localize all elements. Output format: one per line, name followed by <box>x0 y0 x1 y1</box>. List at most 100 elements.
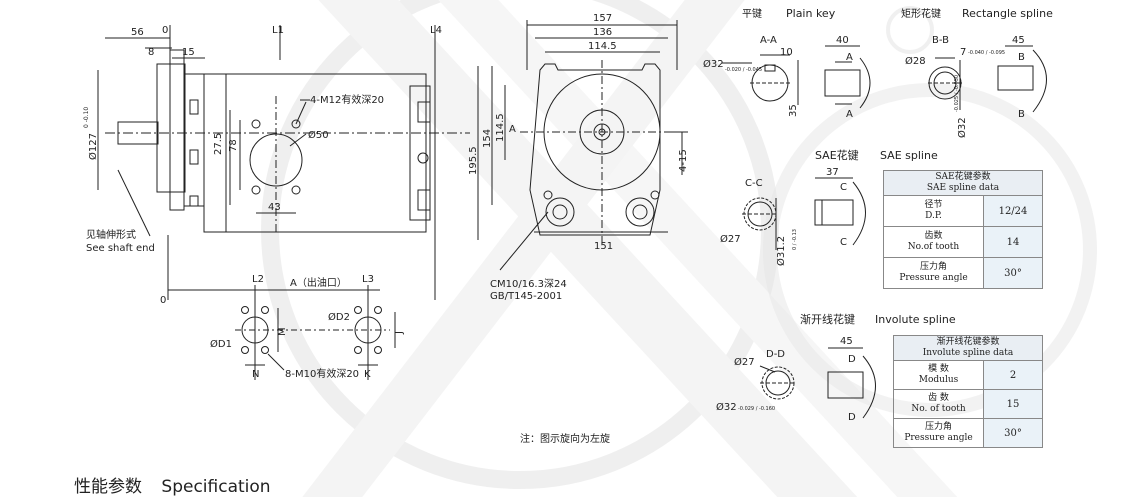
shaft-dia-tol: 0 -0.10 <box>83 107 90 128</box>
row-label-cn: 齿数 <box>924 231 943 241</box>
row-value: 30° <box>983 418 1043 448</box>
port-d1: ØD1 <box>210 338 232 350</box>
sae-table-title-en: SAE spline data <box>926 183 1000 193</box>
involute-dia-32-tol: -0.029 / -0.160 <box>738 406 775 412</box>
row-value: 14 <box>983 226 1043 258</box>
dim-l1: L1 <box>272 25 284 36</box>
sae-section: C-C <box>745 178 763 189</box>
sae-title-en: SAE spline <box>880 149 938 162</box>
plain-key-title-en: Plain key <box>786 7 836 20</box>
plain-key-dia-tol: -0.020 / -0.045 <box>725 67 762 73</box>
rect-spline-title-cn: 矩形花键 <box>901 7 941 20</box>
rect-spline-dim-7-tol: -0.040 / -0.095 <box>968 50 1005 56</box>
row-value: 15 <box>983 389 1043 419</box>
ports-view <box>168 285 396 380</box>
dim-195-5: 195.5 <box>468 146 479 175</box>
plain-key-dim-10: 10 <box>780 47 793 58</box>
rect-spline-b-bottom: B <box>1018 109 1025 120</box>
sae-table-header: SAE花键参数 SAE spline data <box>883 170 1043 196</box>
row-value: 2 <box>983 360 1043 390</box>
plain-key-dim-35: 35 <box>788 104 799 117</box>
port-m: M <box>277 327 288 336</box>
dim-15: 15 <box>182 47 195 58</box>
dim-8: 8 <box>148 47 154 58</box>
rect-spline-title-en: Rectangle spline <box>962 7 1053 20</box>
rect-spline-b-top: B <box>1018 52 1025 63</box>
section-a-marker: A <box>509 124 516 135</box>
spec-title-cn: 性能参数 <box>74 477 142 497</box>
row-value: 30° <box>983 257 1043 289</box>
sae-title-cn: SAE花键 <box>815 148 859 162</box>
front-view <box>97 25 470 300</box>
port-title: A（出油口） <box>290 276 347 289</box>
dim-56: 56 <box>131 27 144 38</box>
dim-151: 151 <box>594 241 613 252</box>
rect-spline-dia-28: Ø28 <box>905 55 926 67</box>
plain-key-dim-40: 40 <box>836 35 849 46</box>
plain-key-section: A-A <box>760 35 777 46</box>
port-d2: ØD2 <box>328 311 350 323</box>
rect-spline-dia-32: Ø32 <box>956 117 968 138</box>
rect-spline-section: B-B <box>932 35 949 46</box>
dim-27-5: 27.5 <box>213 133 224 155</box>
rect-spline-dim-7: 7 <box>960 47 966 58</box>
rect-spline-drawing <box>928 45 1047 113</box>
dim-157: 157 <box>593 13 612 24</box>
dim-4-15: 4-15 <box>678 149 689 172</box>
plain-key-a-top: A <box>846 52 853 63</box>
row-label-en: No.of tooth <box>907 242 960 252</box>
involute-dia-32: Ø32 <box>716 401 737 413</box>
plain-key-drawing <box>722 45 871 109</box>
dim-78: 78 <box>228 139 239 152</box>
involute-d-top: D <box>848 354 856 365</box>
sae-table-title-cn: SAE花键参数 <box>935 172 991 182</box>
sae-spline-drawing <box>742 177 866 250</box>
involute-title-cn: 渐开线花键 <box>800 312 855 326</box>
row-label-en: Modulus <box>918 375 959 385</box>
row-label-en: No. of tooth <box>911 404 966 414</box>
watermark-logo <box>261 0 958 497</box>
thread-label-front: 4-M12有效深20 <box>310 93 384 106</box>
shaft-end-cn: 见轴伸形式 <box>86 228 136 241</box>
rect-spline-dia-32-tol: -0.025 / -0.050 <box>954 75 960 112</box>
rect-spline-dim-45: 45 <box>1012 35 1025 46</box>
shaft-end-en: See shaft end <box>86 243 155 254</box>
row-label-cn: 压力角 <box>924 422 952 432</box>
dim-0-ports: 0 <box>160 295 166 306</box>
involute-section: D-D <box>766 349 785 360</box>
involute-table-header: 渐开线花键参数 Involute spline data <box>893 335 1043 361</box>
spec-title-en: Specification <box>161 477 271 497</box>
dim-0-top: 0 <box>162 25 168 36</box>
spec-heading: 性能参数 Specification <box>74 472 285 497</box>
dim-154: 154 <box>482 129 493 148</box>
dim-l4: L4 <box>430 25 442 36</box>
side-view <box>477 20 690 271</box>
sae-dim-37: 37 <box>826 167 839 178</box>
row-label-en: Pressure angle <box>904 433 973 443</box>
sae-c-bottom: C <box>840 237 847 248</box>
sae-dia-31-2: Ø31.2 <box>775 236 787 266</box>
thread-label-ports: 8-M10有效深20 <box>285 367 359 380</box>
involute-spline-drawing <box>759 347 876 419</box>
dim-114-5-left: 114.5 <box>495 113 506 142</box>
involute-dia-27: Ø27 <box>734 356 755 368</box>
shaft-dia-main: Ø127 <box>87 133 99 160</box>
port-label-2: GB/T145-2001 <box>490 291 562 302</box>
row-label-en: Pressure angle <box>899 273 968 283</box>
dim-136: 136 <box>593 27 612 38</box>
involute-table-title-en: Involute spline data <box>922 348 1014 358</box>
plain-key-a-bottom: A <box>846 109 853 120</box>
row-label-cn: 模 数 <box>928 364 949 374</box>
involute-d-bottom: D <box>848 412 856 423</box>
dim-114-5-top: 114.5 <box>588 41 617 52</box>
rotation-note: 注：图示旋向为左旋 <box>520 432 610 445</box>
sae-c-top: C <box>840 182 847 193</box>
